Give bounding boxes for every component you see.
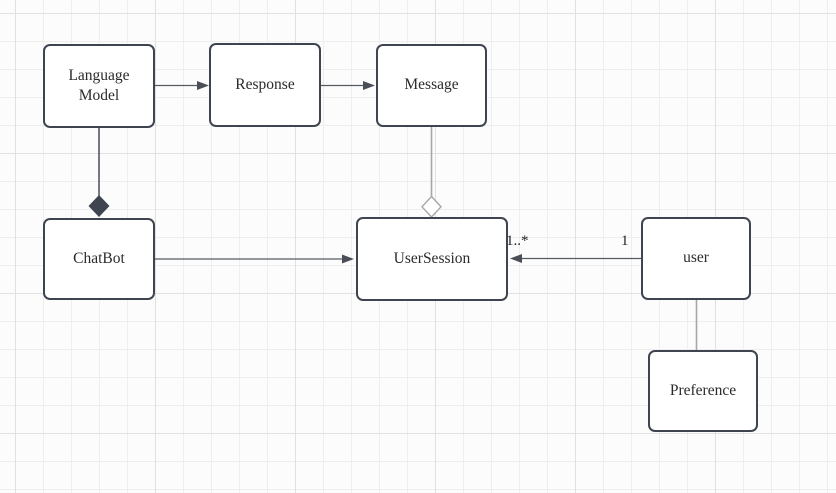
arrowhead-icon [197,81,209,90]
arrowhead-icon [342,254,354,264]
node-label: Preference [669,381,737,399]
node-chatbot[interactable]: ChatBot [43,218,155,300]
node-label: ChatBot [73,249,125,267]
edge-user-to-usersession[interactable] [510,254,641,263]
composition-diamond-icon [88,195,110,217]
node-message[interactable]: Message [376,44,487,127]
node-user[interactable]: user [641,217,751,300]
arrowhead-icon [510,254,522,263]
multiplicity-label-user-end: 1 [621,233,629,249]
node-response[interactable]: Response [209,43,321,127]
edge-language-model-to-response[interactable] [155,81,209,90]
edge-language-model-to-chatbot[interactable] [88,128,110,217]
edge-message-to-usersession[interactable] [421,127,442,219]
arrowhead-icon [363,81,375,90]
node-label: Language Model [68,66,130,104]
node-label: UserSession [393,249,471,267]
aggregation-diamond-icon [421,195,442,219]
node-label: user [683,249,709,267]
edge-response-to-message[interactable] [321,81,375,90]
node-label: Response [235,75,295,93]
multiplicity-label-usersession-end: 1..* [506,233,529,249]
node-language-model[interactable]: Language Model [43,44,155,128]
node-usersession[interactable]: UserSession [356,217,508,301]
node-preference[interactable]: Preference [648,350,758,432]
edge-chatbot-to-usersession[interactable] [155,254,354,264]
node-label: Message [404,76,459,94]
